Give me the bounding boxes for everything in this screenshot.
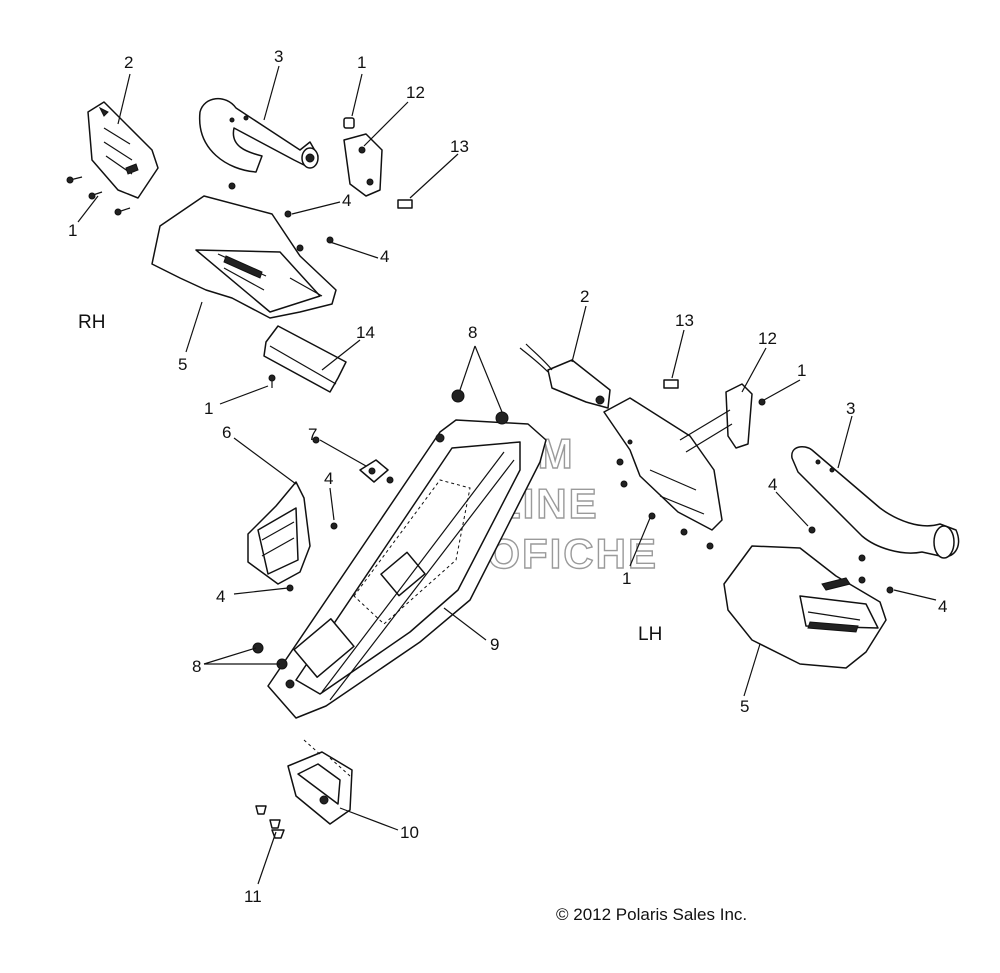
rh-bolt-13 xyxy=(397,199,413,209)
lh-bracket-2 xyxy=(519,343,611,409)
callout-7: 7 xyxy=(308,425,317,444)
rh-screws-1 xyxy=(66,176,131,216)
callout-numbers: 2 3 1 12 13 1 4 4 5 14 1 8 7 6 4 4 8 9 1… xyxy=(68,47,947,906)
callout-rh-3: 3 xyxy=(274,47,283,66)
lh-footrest-plate xyxy=(603,397,723,531)
callout-lh-3: 3 xyxy=(846,399,855,418)
callout-lh-4b: 4 xyxy=(938,597,947,616)
rh-footrest-bracket-2 xyxy=(87,101,159,199)
leader-lines xyxy=(77,65,937,885)
rh-screws-4 xyxy=(228,182,334,252)
lh-screws-1 xyxy=(616,458,714,550)
callout-8a: 8 xyxy=(468,323,477,342)
callout-lh-4a: 4 xyxy=(768,475,777,494)
callout-8b: 8 xyxy=(192,657,201,676)
callout-lh-2: 2 xyxy=(580,287,589,306)
callout-6: 6 xyxy=(222,423,231,442)
callout-4d: 4 xyxy=(216,587,225,606)
screw-1-lower xyxy=(268,374,276,388)
guard-10 xyxy=(287,739,353,825)
callout-rh-1b: 1 xyxy=(68,221,77,240)
callout-rh-13: 13 xyxy=(450,137,469,156)
lh-tube-3 xyxy=(791,445,960,559)
lh-screw-1 xyxy=(758,398,766,406)
main-plate-9 xyxy=(267,419,547,719)
callout-rh-12: 12 xyxy=(406,83,425,102)
clip-7 xyxy=(312,436,394,484)
callout-9: 9 xyxy=(490,635,499,654)
callout-rh-4b: 4 xyxy=(380,247,389,266)
bracket-6 xyxy=(247,481,311,585)
callout-1c: 1 xyxy=(204,399,213,418)
copyright-text: © 2012 Polaris Sales Inc. xyxy=(556,905,747,924)
bracket-14 xyxy=(263,325,347,393)
rh-bracket-12 xyxy=(343,133,383,197)
callout-lh-13: 13 xyxy=(675,311,694,330)
nuts-8-top xyxy=(451,389,509,425)
callout-10: 10 xyxy=(400,823,419,842)
callout-14: 14 xyxy=(356,323,375,342)
rh-tube-3 xyxy=(199,98,319,173)
lh-bolt-13 xyxy=(663,379,679,389)
rh-heel-guard-5 xyxy=(151,195,337,319)
rh-pin-1 xyxy=(343,117,355,129)
callout-11: 11 xyxy=(244,887,262,906)
callout-lh-12: 12 xyxy=(758,329,777,348)
nuts-8-bottom xyxy=(252,642,288,670)
callout-lh-1a: 1 xyxy=(797,361,806,380)
lh-screws-4 xyxy=(808,526,894,594)
callout-rh-4a: 4 xyxy=(342,191,351,210)
side-label-lh: LH xyxy=(638,624,662,645)
callout-rh-5: 5 xyxy=(178,355,187,374)
side-label-rh: RH xyxy=(78,312,105,333)
lh-heel-guard-5 xyxy=(723,545,887,669)
callout-lh-1b: 1 xyxy=(622,569,631,588)
lh-bracket-12 xyxy=(679,383,753,453)
callout-lh-5: 5 xyxy=(740,697,749,716)
callout-rh-2: 2 xyxy=(124,53,133,72)
fasteners-11 xyxy=(255,805,285,839)
callout-4c: 4 xyxy=(324,469,333,488)
callout-rh-1a: 1 xyxy=(357,53,366,72)
